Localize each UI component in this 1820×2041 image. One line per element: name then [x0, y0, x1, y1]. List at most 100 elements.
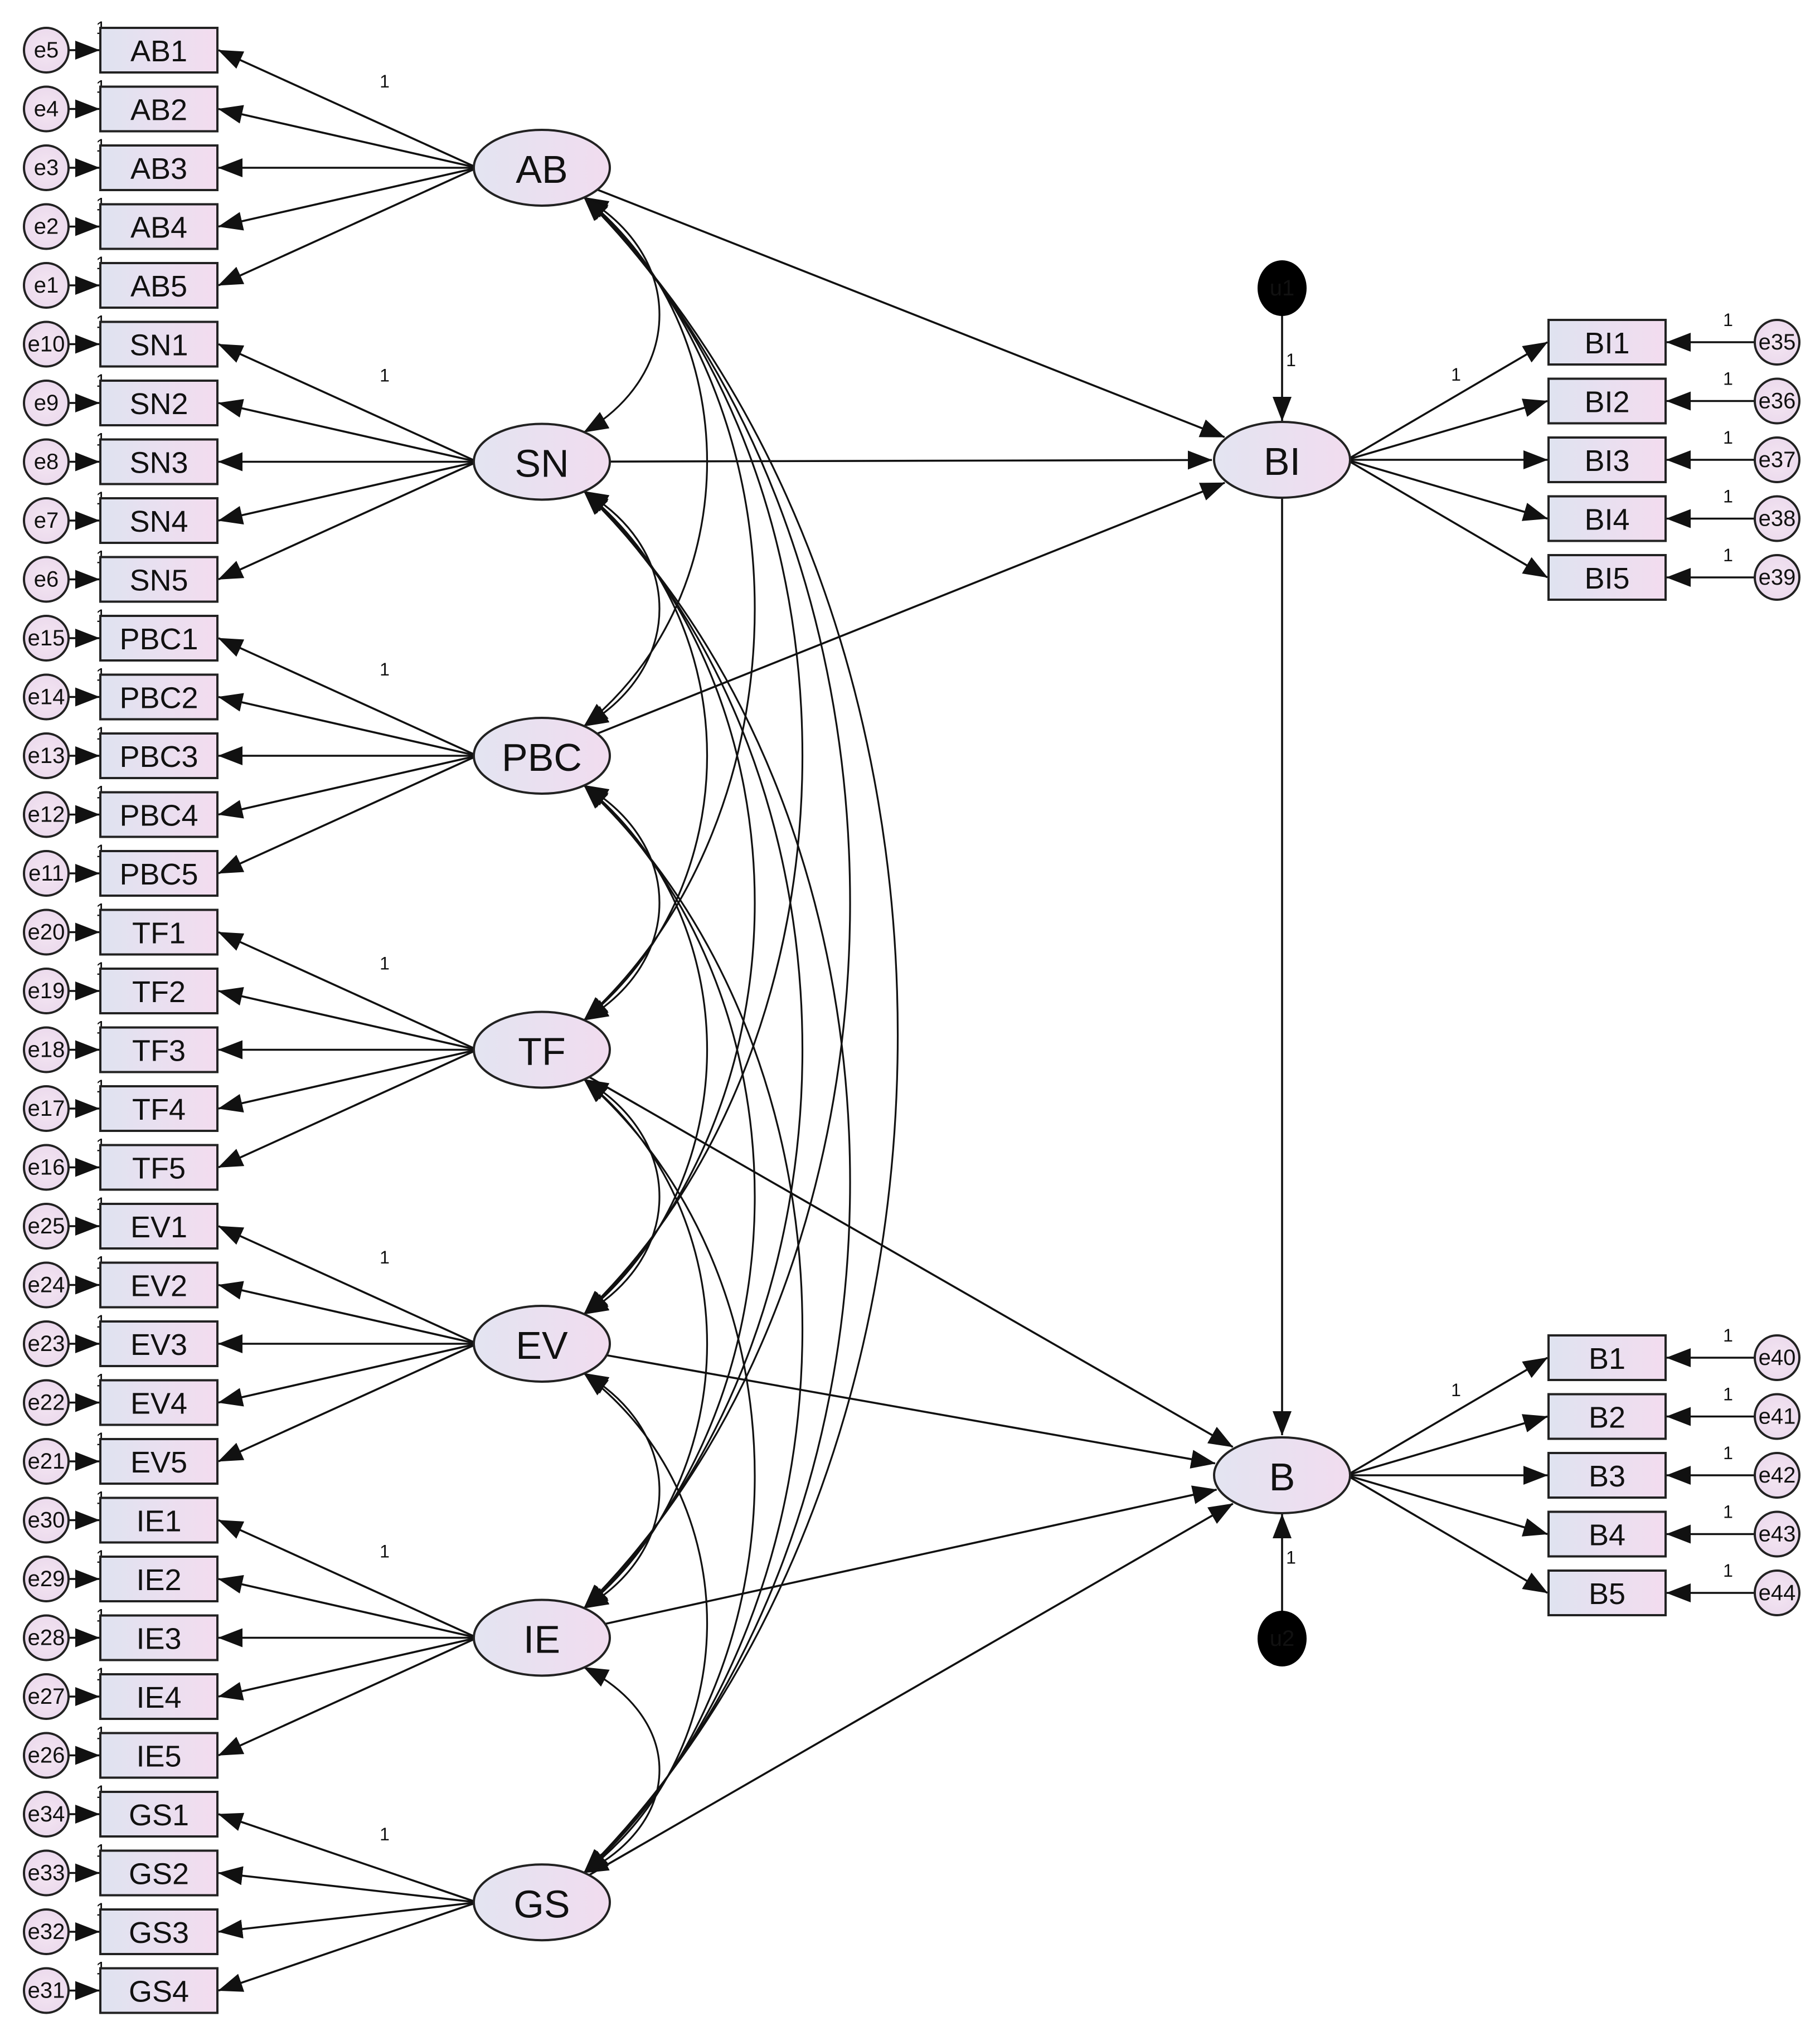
indicator-box	[99, 1908, 219, 1955]
error-label: e42	[1759, 1463, 1796, 1488]
indicator-box	[99, 320, 219, 368]
error-e37: e37	[1754, 436, 1800, 483]
error-label: e14	[28, 685, 65, 710]
loading-weight-label: 1	[1451, 365, 1461, 385]
loading-weight-label: 1	[380, 71, 390, 91]
loading-path-ev1	[218, 1225, 478, 1345]
latent-ellipse	[473, 1598, 611, 1677]
indicator-box	[99, 1849, 219, 1897]
error-circle	[23, 1261, 70, 1309]
latent-label: BI	[1264, 440, 1300, 483]
error-circle	[23, 1614, 70, 1661]
indicator-b2: B2	[1547, 1393, 1667, 1440]
indicator-label: B1	[1589, 1342, 1625, 1376]
indicator-label: IE1	[136, 1505, 181, 1538]
indicator-pbc4: PBC4	[99, 791, 219, 838]
indicator-label: GS4	[129, 1975, 189, 2009]
covariance-ab-ie	[583, 196, 851, 1609]
error-circle	[23, 1026, 70, 1073]
covariance-sn-ev	[583, 490, 756, 1315]
indicator-tf5: TF5	[99, 1144, 219, 1191]
indicator-gs3: GS3	[99, 1908, 219, 1955]
loading-path-ie1	[218, 1519, 478, 1639]
latent-ellipse	[473, 717, 611, 795]
error-weight-label: 1	[1723, 1561, 1733, 1581]
indicator-gs4: GS4	[99, 1967, 219, 2014]
indicator-ab4: AB4	[99, 203, 219, 250]
error-e25: e25	[23, 1203, 70, 1250]
error-circle	[23, 497, 70, 544]
indicator-box	[99, 1556, 219, 1602]
error-e33: e33	[23, 1849, 70, 1897]
error-circle	[23, 1967, 70, 2014]
error-weight-label: 1	[1723, 1325, 1733, 1345]
error-circle	[23, 908, 70, 956]
covariances-layer	[583, 196, 899, 1874]
error-e39: e39	[1754, 554, 1800, 601]
error-e23: e23	[23, 1320, 70, 1367]
error-label: e15	[28, 626, 65, 650]
indicator-ie1: IE1	[99, 1496, 219, 1544]
indicator-pbc3: PBC3	[99, 732, 219, 779]
indicator-label: BI3	[1584, 444, 1629, 478]
indicator-box	[99, 1261, 219, 1309]
error-circle	[1754, 554, 1800, 601]
error-label: e39	[1759, 565, 1796, 590]
latent-ellipse	[473, 1863, 611, 1942]
indicator-b4: B4	[1547, 1510, 1667, 1558]
indicator-ev4: EV4	[99, 1379, 219, 1426]
indicator-bi4: BI4	[1547, 495, 1667, 542]
structural-path-tf-to-b	[589, 1076, 1234, 1448]
covariance-sn-pbc	[583, 490, 661, 727]
covariance-pbc-tf	[583, 784, 661, 1021]
latent-label: PBC	[502, 736, 582, 779]
indicator-box	[99, 1614, 219, 1661]
indicator-tf2: TF2	[99, 968, 219, 1014]
error-e32: e32	[23, 1908, 70, 1955]
indicator-b1: B1	[1547, 1334, 1667, 1381]
error-e38: e38	[1754, 495, 1800, 542]
error-circle	[23, 1791, 70, 1838]
error-label: e36	[1759, 389, 1796, 414]
loading-path-ev4	[218, 1343, 478, 1407]
error-e9: e9	[23, 380, 70, 426]
error-label: e43	[1759, 1522, 1796, 1547]
latent-label: GS	[513, 1882, 570, 1926]
error-circle	[23, 732, 70, 779]
indicator-b3: B3	[1547, 1452, 1667, 1499]
error-circle	[23, 1673, 70, 1720]
error-circle	[23, 673, 70, 721]
indicator-box	[99, 1320, 219, 1367]
latent-label: B	[1269, 1455, 1295, 1499]
error-label: e33	[28, 1861, 65, 1886]
indicator-ie3: IE3	[99, 1614, 219, 1661]
indicator-label: GS1	[129, 1799, 189, 1832]
error-label: e30	[28, 1508, 65, 1533]
indicator-label: PBC1	[119, 623, 198, 656]
error-label: e1	[34, 273, 59, 298]
latent-label: EV	[516, 1324, 568, 1367]
indicator-box	[1547, 1452, 1667, 1499]
latent-ellipse	[473, 1010, 611, 1089]
loading-path-bi1	[1346, 341, 1548, 461]
structural-path-ie-to-b	[605, 1485, 1217, 1625]
loading-weight-label: 1	[1451, 1380, 1461, 1400]
loading-weight-label: 1	[380, 1824, 390, 1844]
loading-weight-label: 1	[380, 659, 390, 679]
error-circle	[1754, 1334, 1800, 1381]
indicator-sn4: SN4	[99, 497, 219, 544]
indicator-ie5: IE5	[99, 1732, 219, 1779]
error-e15: e15	[23, 615, 70, 662]
indicator-pbc5: PBC5	[99, 850, 219, 897]
indicator-box	[1547, 1393, 1667, 1440]
error-e12: e12	[23, 791, 70, 838]
latent-ie: IE	[473, 1598, 611, 1677]
indicator-gs1: GS1	[99, 1791, 219, 1838]
covariance-sn-ie	[583, 490, 804, 1609]
error-circle	[1754, 1393, 1800, 1440]
indicator-box	[99, 27, 219, 74]
loading-path-ab4	[218, 167, 478, 231]
indicator-gs2: GS2	[99, 1849, 219, 1897]
indicator-box	[1547, 495, 1667, 542]
